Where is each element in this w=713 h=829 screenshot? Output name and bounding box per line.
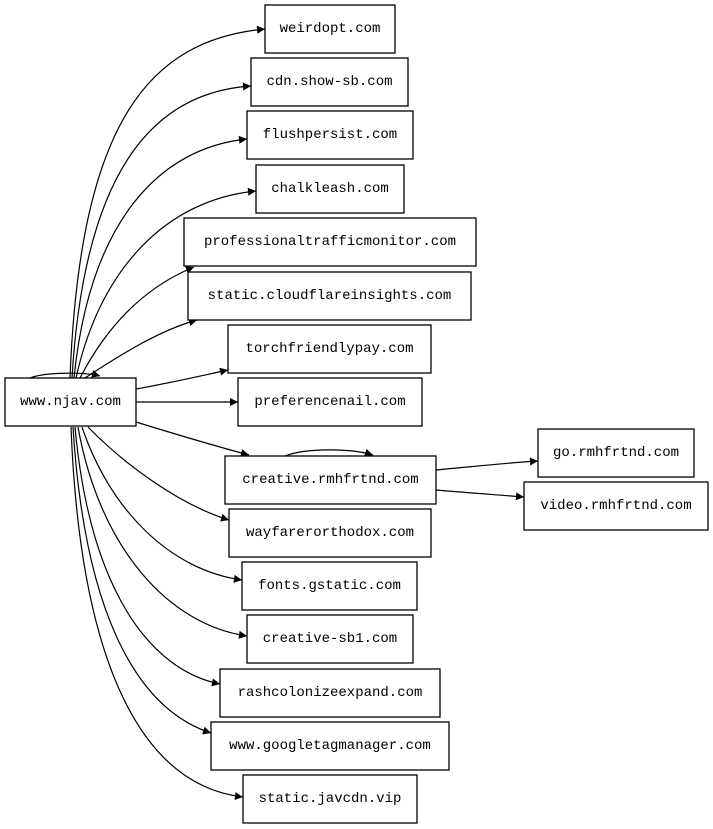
node-label: chalkleash.com [271, 181, 389, 197]
node-professionaltrafficmonitor[interactable]: professionaltrafficmonitor.com [183, 217, 477, 267]
node-label: video.rmhfrtnd.com [540, 498, 691, 514]
node-creative-rmhfrtnd[interactable]: creative.rmhfrtnd.com [224, 455, 437, 505]
edge-rashcolonizeexpand [74, 426, 221, 687]
node-static-cloudflareinsights[interactable]: static.cloudflareinsights.com [187, 271, 472, 321]
node-label: wayfarerorthodox.com [246, 525, 414, 541]
edge-weirdopt [69, 25, 266, 379]
node-fonts-gstatic[interactable]: fonts.gstatic.com [241, 561, 418, 611]
edge-self-www-njav [29, 370, 101, 379]
node-static-javcdn[interactable]: static.javcdn.vip [242, 774, 418, 824]
edge-www-googletagmanager [72, 426, 212, 735]
node-label: weirdopt.com [280, 21, 381, 37]
node-wayfarerorthodox[interactable]: wayfarerorthodox.com [228, 508, 432, 558]
node-label: www.njav.com [20, 394, 121, 410]
edge-go-rmhfrtnd [435, 457, 539, 471]
edge-static-cloudflareinsights [84, 318, 198, 379]
node-label: rashcolonizeexpand.com [238, 685, 423, 701]
edges [29, 25, 539, 801]
node-label: static.cloudflareinsights.com [208, 288, 452, 304]
node-label: professionaltrafficmonitor.com [204, 234, 456, 250]
edge-professionaltrafficmonitor [79, 266, 195, 379]
node-label: go.rmhfrtnd.com [553, 445, 679, 461]
edge-static-javcdn [70, 426, 244, 801]
edge-creative-sb1 [77, 426, 248, 639]
node-label: www.googletagmanager.com [229, 738, 431, 754]
node-label: fonts.gstatic.com [258, 578, 401, 594]
node-label: torchfriendlypay.com [245, 341, 413, 357]
node-go-rmhfrtnd[interactable]: go.rmhfrtnd.com [537, 428, 695, 478]
node-flushpersist[interactable]: flushpersist.com [246, 110, 414, 160]
node-label: cdn.show-sb.com [266, 74, 392, 90]
node-label: flushpersist.com [263, 127, 397, 143]
node-www-googletagmanager[interactable]: www.googletagmanager.com [210, 721, 450, 771]
node-www-njav[interactable]: www.njav.com [4, 377, 137, 427]
edge-chalkleash [75, 187, 257, 379]
node-weirdopt[interactable]: weirdopt.com [264, 4, 396, 54]
node-torchfriendlypay[interactable]: torchfriendlypay.com [227, 324, 432, 374]
node-label: static.javcdn.vip [259, 791, 402, 807]
node-label: preferencenail.com [254, 394, 405, 410]
edge-cdn-show-sb [71, 82, 252, 379]
edge-creative-rmhfrtnd [135, 421, 250, 457]
node-chalkleash[interactable]: chalkleash.com [255, 164, 405, 214]
edge-self-creative-rmhfrtnd [284, 448, 374, 457]
edge-fonts-gstatic [81, 426, 243, 583]
node-cdn-show-sb[interactable]: cdn.show-sb.com [250, 57, 409, 107]
edge-torchfriendlypay [135, 367, 229, 390]
node-rashcolonizeexpand[interactable]: rashcolonizeexpand.com [219, 668, 441, 718]
node-creative-sb1[interactable]: creative-sb1.com [246, 614, 414, 664]
node-preferencenail[interactable]: preferencenail.com [237, 377, 423, 427]
edge-video-rmhfrtnd [435, 489, 525, 501]
node-video-rmhfrtnd[interactable]: video.rmhfrtnd.com [523, 481, 709, 531]
edge-wayfarerorthodox [87, 426, 230, 522]
edge-flushpersist [73, 135, 248, 379]
nodes: www.njav.com weirdopt.com cdn.show-sb.co… [4, 4, 709, 824]
node-label: creative.rmhfrtnd.com [242, 472, 418, 488]
node-label: creative-sb1.com [263, 631, 397, 647]
